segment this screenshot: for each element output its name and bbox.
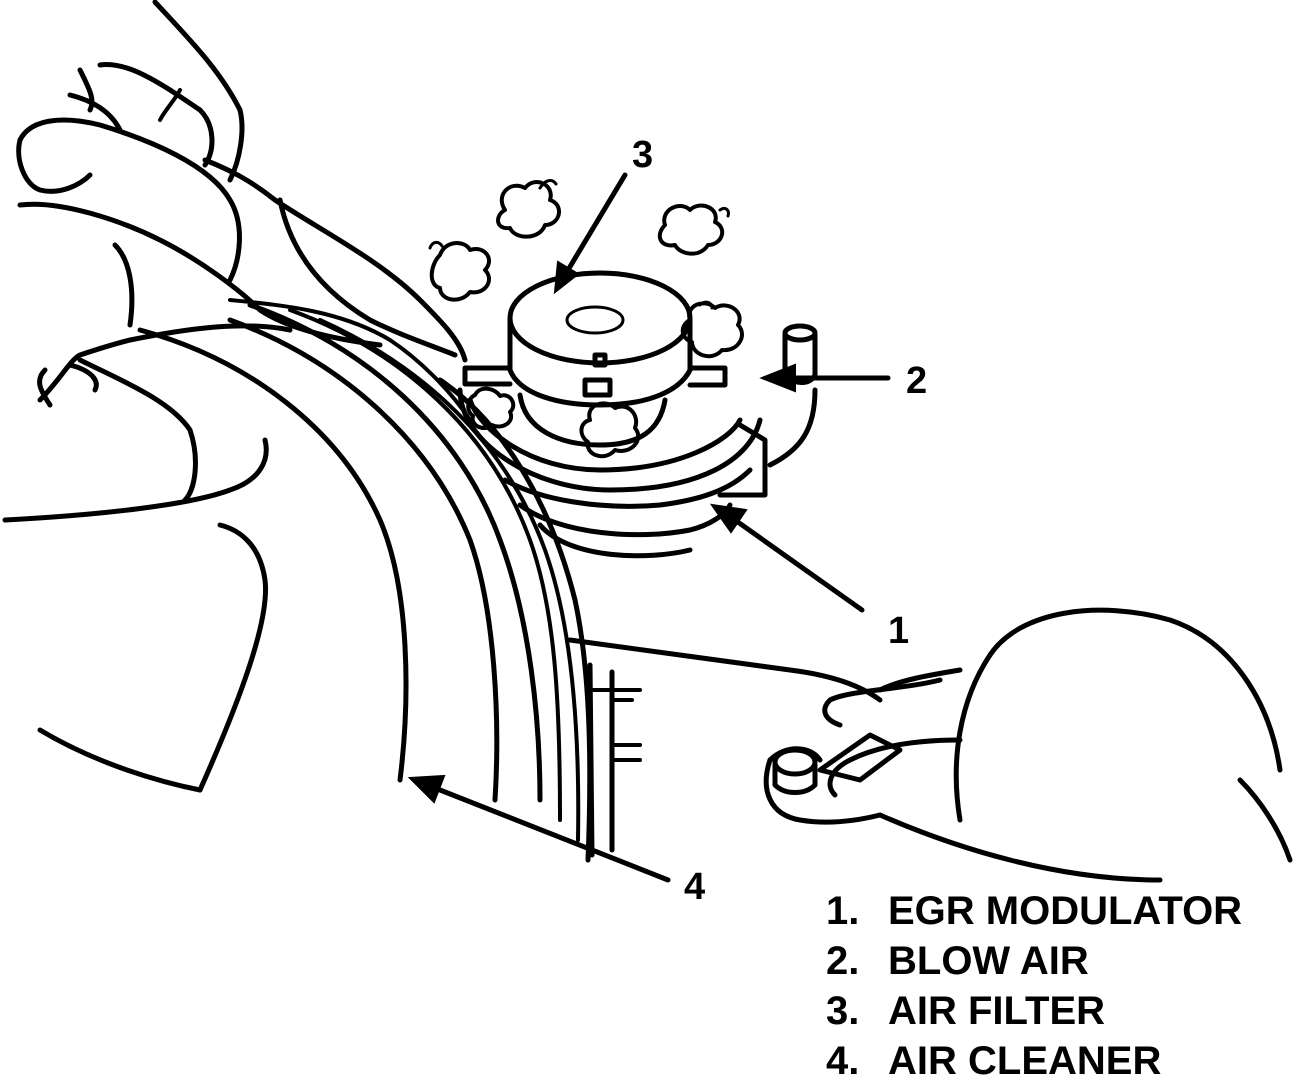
legend-label: AIR CLEANER	[888, 1039, 1162, 1083]
legend-label: EGR MODULATOR	[888, 889, 1243, 933]
callout-4: 4	[684, 866, 706, 908]
legend-label: BLOW AIR	[888, 939, 1089, 983]
dust-particles	[428, 179, 744, 459]
legend-label: AIR FILTER	[888, 989, 1106, 1033]
legend-item: 3. AIR FILTER	[826, 986, 1242, 1036]
legend-number: 3.	[826, 989, 860, 1033]
egr-modulator-body	[457, 270, 818, 559]
legend: 1.EGR MODULATOR 2.BLOW AIR 3.AIR FILTER …	[826, 886, 1242, 1086]
arrowhead-4	[407, 774, 446, 804]
legend-number: 4.	[826, 1039, 860, 1083]
callout-3: 3	[632, 134, 654, 176]
legend-item: 2. BLOW AIR	[826, 936, 1242, 986]
intake-duct	[763, 607, 1293, 883]
legend-item: 1. EGR MODULATOR	[826, 886, 1242, 936]
legend-item: 4. AIR CLEANER	[826, 1036, 1242, 1086]
callout-leaders	[407, 172, 891, 883]
mounting-bracket	[567, 637, 883, 858]
legend-number: 2.	[826, 939, 860, 983]
legend-number: 1.	[826, 889, 860, 933]
arrowhead-2	[759, 363, 796, 393]
air-cleaner-housing	[2, 302, 593, 863]
callout-1: 1	[888, 610, 910, 652]
arrowhead-3	[553, 260, 580, 295]
arrowhead-1	[709, 503, 748, 534]
callout-2: 2	[906, 360, 928, 402]
hand-illustration	[16, 0, 472, 422]
